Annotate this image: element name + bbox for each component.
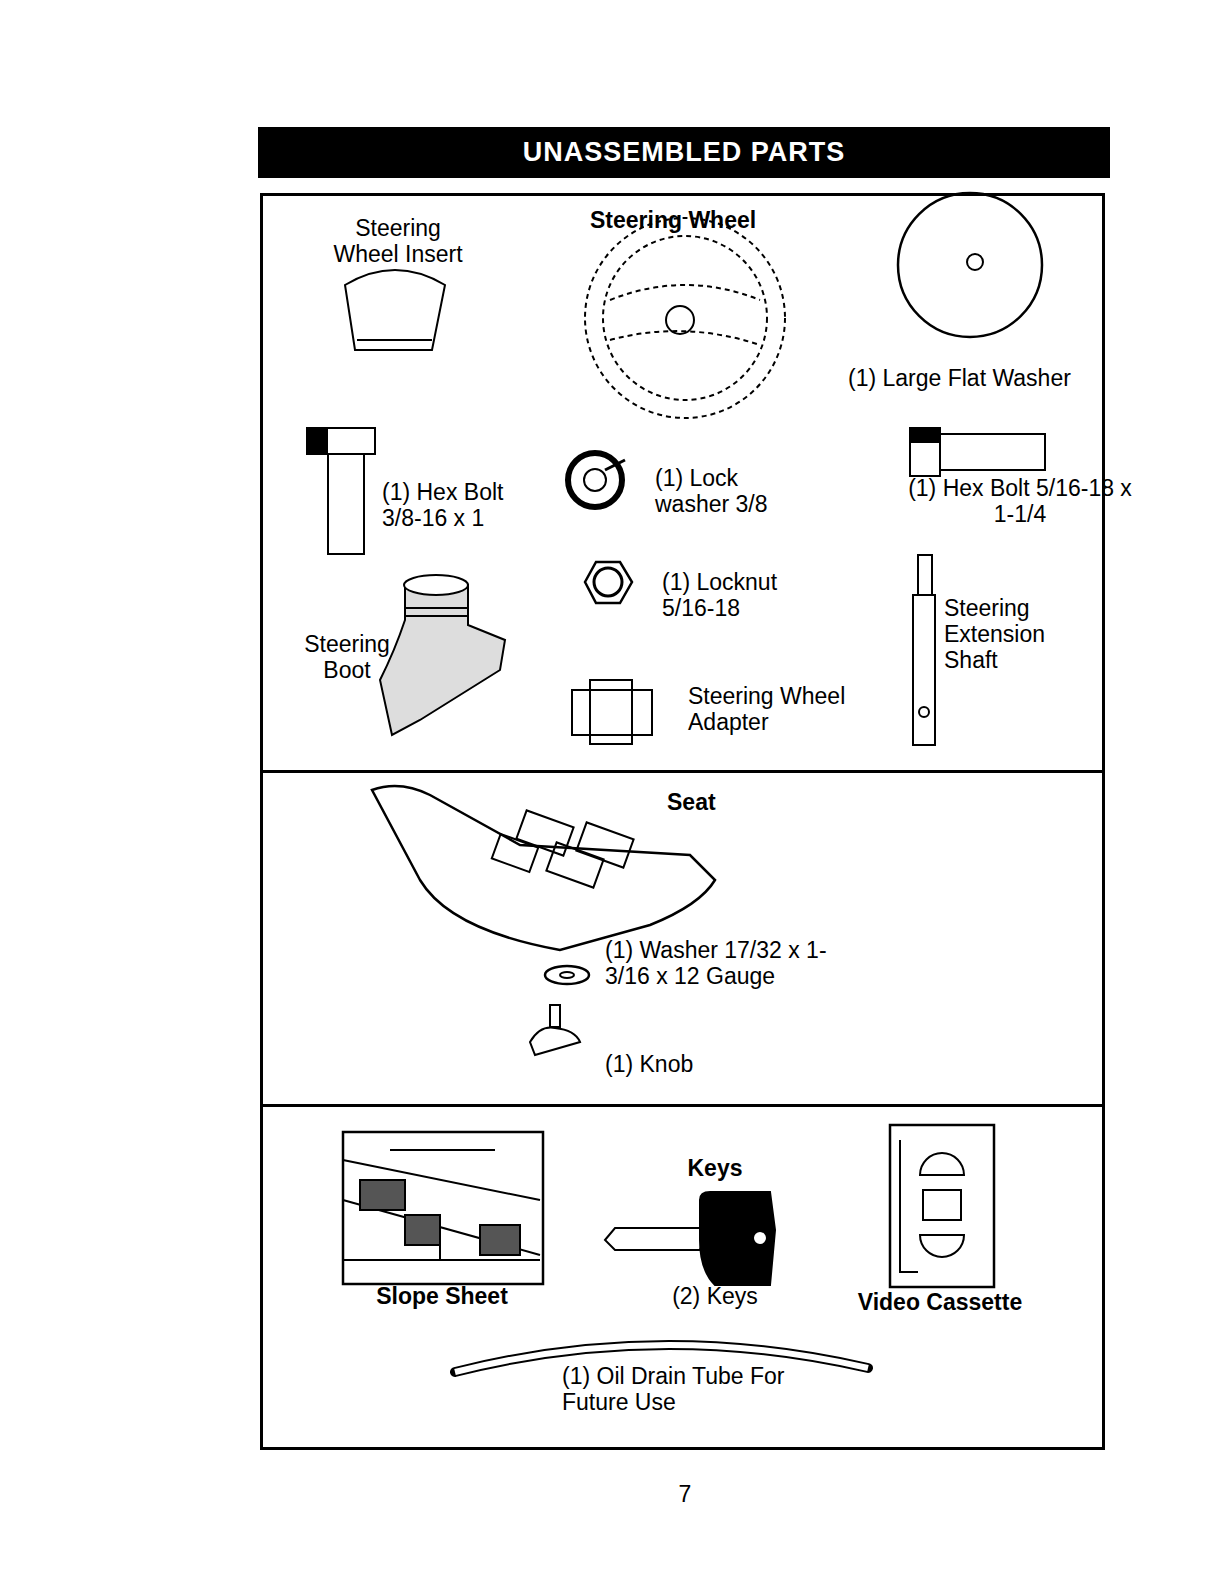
part-label: (1) Knob (605, 1052, 693, 1078)
part-label: Steering Wheel Insert (328, 216, 468, 268)
part-label: Steering Wheel (590, 208, 756, 234)
part-label: (1) Washer 17/32 x 1-3/16 x 12 Gauge (605, 938, 830, 990)
title-band: UNASSEMBLED PARTS (258, 127, 1110, 178)
part-label: (2) Keys (640, 1284, 790, 1310)
parts-panel: Seat (1) Washer 17/32 x 1-3/16 x 12 Gauge… (260, 770, 1105, 1107)
part-label: Steering Wheel Adapter (688, 684, 878, 736)
part-label: Slope Sheet (337, 1284, 547, 1310)
part-label: (1) Locknut 5/16-18 (662, 570, 802, 622)
part-label: (1) Large Flat Washer (848, 366, 1071, 392)
part-label: Video Cassette (840, 1290, 1040, 1316)
part-label: (1) Hex Bolt 5/16-18 x 1-1/4 (905, 476, 1135, 528)
part-label: (1) Hex Bolt 3/8-16 x 1 (382, 480, 532, 532)
part-label: (1) Oil Drain Tube For Future Use (562, 1364, 792, 1416)
parts-panel: KeysSlope Sheet (2) Keys Video Cassette (1)… (260, 1104, 1105, 1450)
part-label: Keys (660, 1156, 770, 1182)
part-label: Steering Boot (292, 632, 402, 684)
part-label: Seat (667, 790, 716, 816)
parts-panel: Steering Wheel Insert Steering Wheel (1) L… (260, 193, 1105, 773)
part-label: (1) Lock washer 3/8 (655, 466, 795, 518)
part-label: Steering Extension Shaft (944, 596, 1074, 673)
page-number: 7 (660, 1482, 710, 1508)
